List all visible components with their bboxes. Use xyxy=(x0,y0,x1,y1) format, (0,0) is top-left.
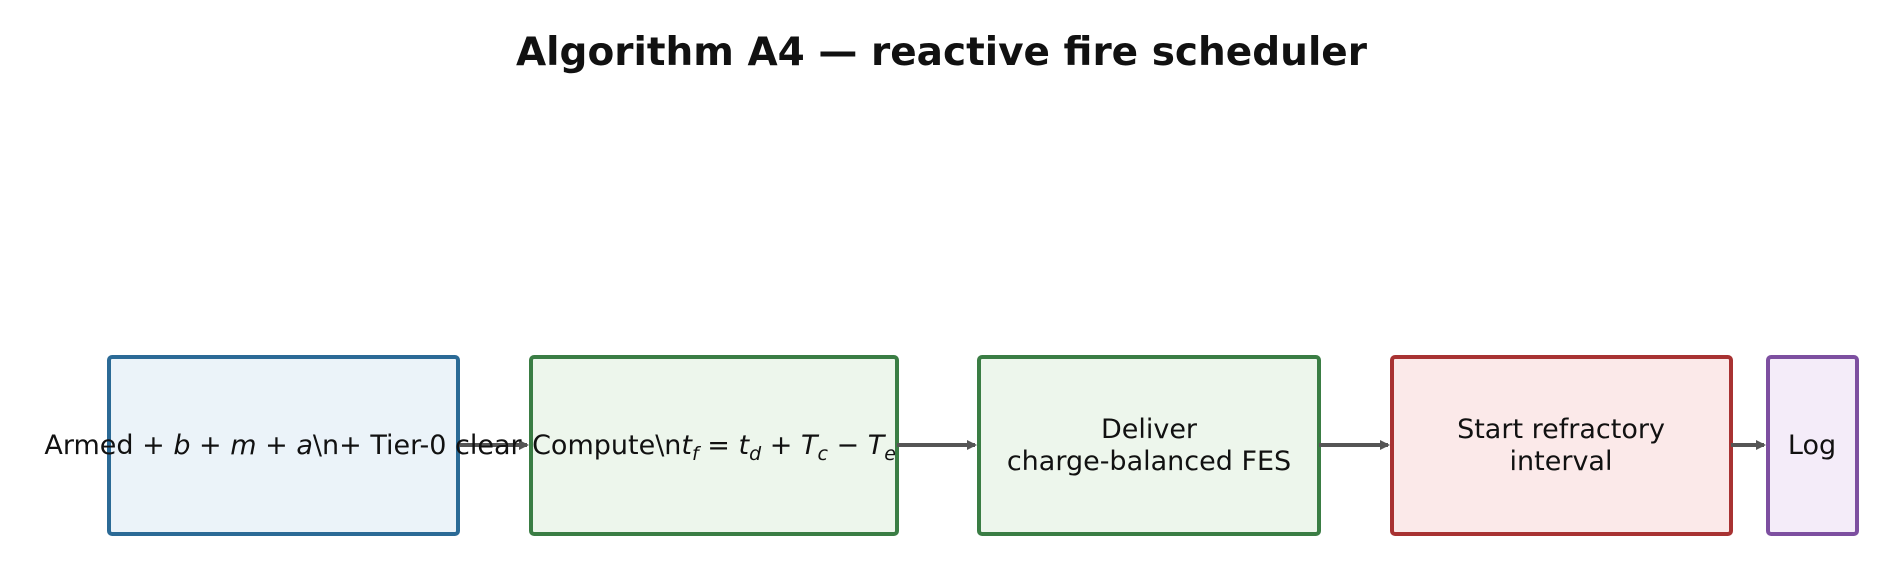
refractory-label-line: Start refractory xyxy=(1457,414,1665,445)
armed-label-segment: \n+ Tier-0 clear xyxy=(313,430,523,461)
refractory-label-line: interval xyxy=(1510,446,1613,477)
compute-label-segment: c xyxy=(817,443,828,465)
compute-node-label: Compute\ntf = td + Tc − Te xyxy=(532,430,896,465)
log-label-line: Log xyxy=(1788,430,1836,461)
log-node-box xyxy=(1766,355,1859,536)
compute-label-segment: f xyxy=(692,443,702,465)
compute-label-segment: e xyxy=(884,443,896,465)
compute-label-segment: Compute\n xyxy=(532,430,681,461)
armed-label-segment: Armed + xyxy=(44,430,173,461)
log-node-label: Log xyxy=(1788,430,1836,461)
armed-label-segment: b xyxy=(173,430,190,461)
armed-label-segment: a xyxy=(296,430,313,461)
compute-label-segment: + xyxy=(761,430,801,461)
compute-label-segment: t xyxy=(681,430,693,461)
armed-node-label: Armed + b + m + a\n+ Tier-0 clear xyxy=(44,430,522,461)
compute-label-segment: − xyxy=(828,430,868,461)
deliver-label-line: charge-balanced FES xyxy=(1007,446,1291,477)
compute-label-segment: T xyxy=(801,430,820,461)
armed-label-segment: + xyxy=(190,430,230,461)
compute-label-segment: d xyxy=(749,443,762,465)
compute-label-segment: T xyxy=(868,430,887,461)
diagram-title: Algorithm A4 — reactive fire scheduler xyxy=(516,30,1367,75)
compute-label-segment: = xyxy=(699,430,739,461)
armed-label-segment: + xyxy=(257,430,297,461)
deliver-label-line: Deliver xyxy=(1101,414,1198,445)
compute-label-segment: t xyxy=(739,430,751,461)
armed-label-segment: m xyxy=(230,430,256,461)
